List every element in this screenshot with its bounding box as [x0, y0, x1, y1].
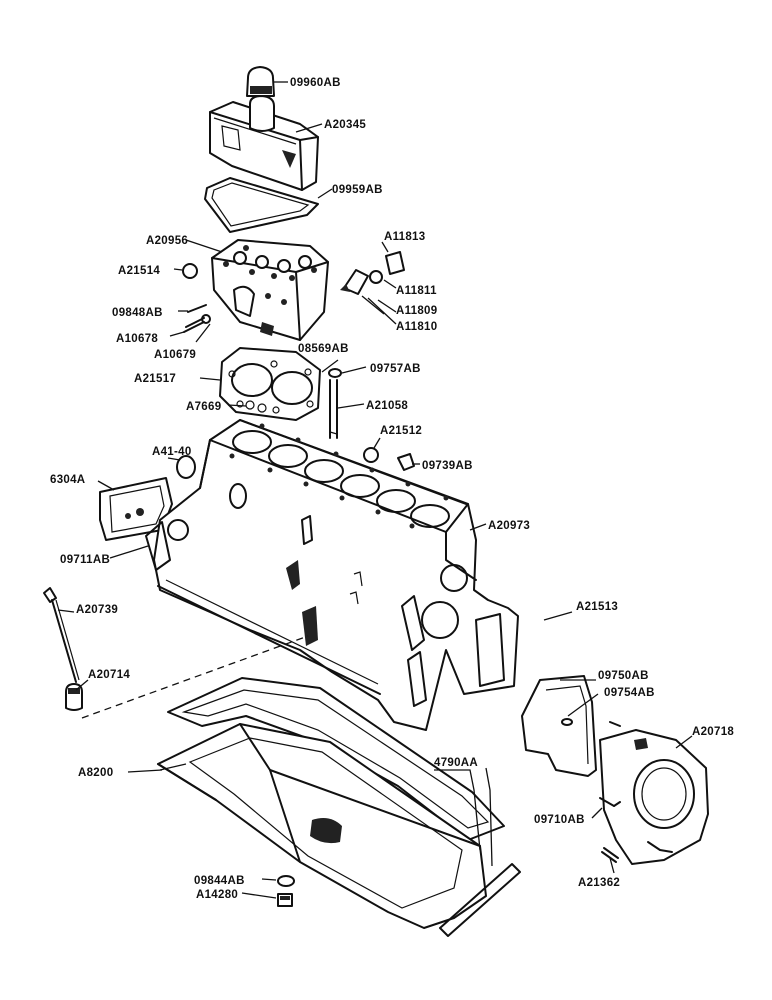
label-A8200: A8200: [78, 767, 113, 779]
oil-filler-cap-part: [246, 66, 275, 97]
side-cover-plate-part: [99, 477, 173, 541]
label-A11811: A11811: [396, 285, 437, 297]
label-09757AB: 09757AB: [370, 363, 421, 375]
label-4790AA: 4790AA: [434, 757, 478, 769]
head-gasket-part: [219, 347, 321, 421]
label-09844AB: 09844AB: [194, 875, 245, 887]
engine-block-part: [145, 419, 519, 731]
label-A21058: A21058: [366, 400, 408, 412]
label-09960AB: 09960AB: [290, 77, 341, 89]
label-A20956: A20956: [146, 235, 188, 247]
label-A20973: A20973: [488, 520, 530, 532]
label-A10679: A10679: [154, 349, 196, 361]
injector-parts: [182, 251, 405, 315]
label-A7669: A7669: [186, 401, 221, 413]
front-cover-plate-part: [521, 675, 597, 777]
label-08569AB: 08569AB: [298, 343, 349, 355]
label-09754AB: 09754AB: [604, 687, 655, 699]
dipstick-location-dash: [81, 635, 309, 719]
label-09848AB: 09848AB: [112, 307, 163, 319]
valve-cover-gasket-part: [204, 177, 319, 233]
label-A11809: A11809: [396, 305, 437, 317]
label-A11813: A11813: [384, 231, 425, 243]
dipstick-part: [43, 587, 80, 683]
label-09711AB: 09711AB: [60, 554, 110, 566]
valve-cover-part: [209, 95, 319, 191]
dowel-pins-parts: [599, 797, 619, 863]
label-6304A: 6304A: [50, 474, 85, 486]
label-A21513: A21513: [576, 601, 618, 613]
label-A20739: A20739: [76, 604, 118, 616]
dipstick-tube-part: [65, 683, 83, 711]
head-studs-parts: [183, 304, 211, 333]
label-A20714: A20714: [88, 669, 130, 681]
block-plugs-parts: [176, 447, 415, 479]
part-labels: 09960AB A20345 09959AB A20956 A11813 A21…: [50, 77, 734, 901]
label-A11810: A11810: [396, 321, 437, 333]
label-A20718: A20718: [692, 726, 734, 738]
label-A21362: A21362: [578, 877, 620, 889]
label-09959AB: 09959AB: [332, 184, 383, 196]
pan-seal-strip-part: [439, 863, 521, 937]
label-A41-40: A41-40: [152, 446, 192, 458]
timing-housing-part: [599, 721, 709, 865]
label-A21514: A21514: [118, 265, 160, 277]
label-09739AB: 09739AB: [422, 460, 473, 472]
long-bolt-part: [328, 368, 342, 439]
label-A10678: A10678: [116, 333, 158, 345]
label-A14280: A14280: [196, 889, 238, 901]
drain-plug-parts: [277, 875, 295, 907]
label-09710AB: 09710AB: [534, 814, 585, 826]
label-A20345: A20345: [324, 119, 366, 131]
label-A21517: A21517: [134, 373, 176, 385]
oil-pan-part: [157, 723, 487, 929]
label-A21512: A21512: [380, 425, 422, 437]
leader-lines: [57, 81, 693, 899]
cylinder-head-part: [211, 239, 329, 341]
label-09750AB: 09750AB: [598, 670, 649, 682]
